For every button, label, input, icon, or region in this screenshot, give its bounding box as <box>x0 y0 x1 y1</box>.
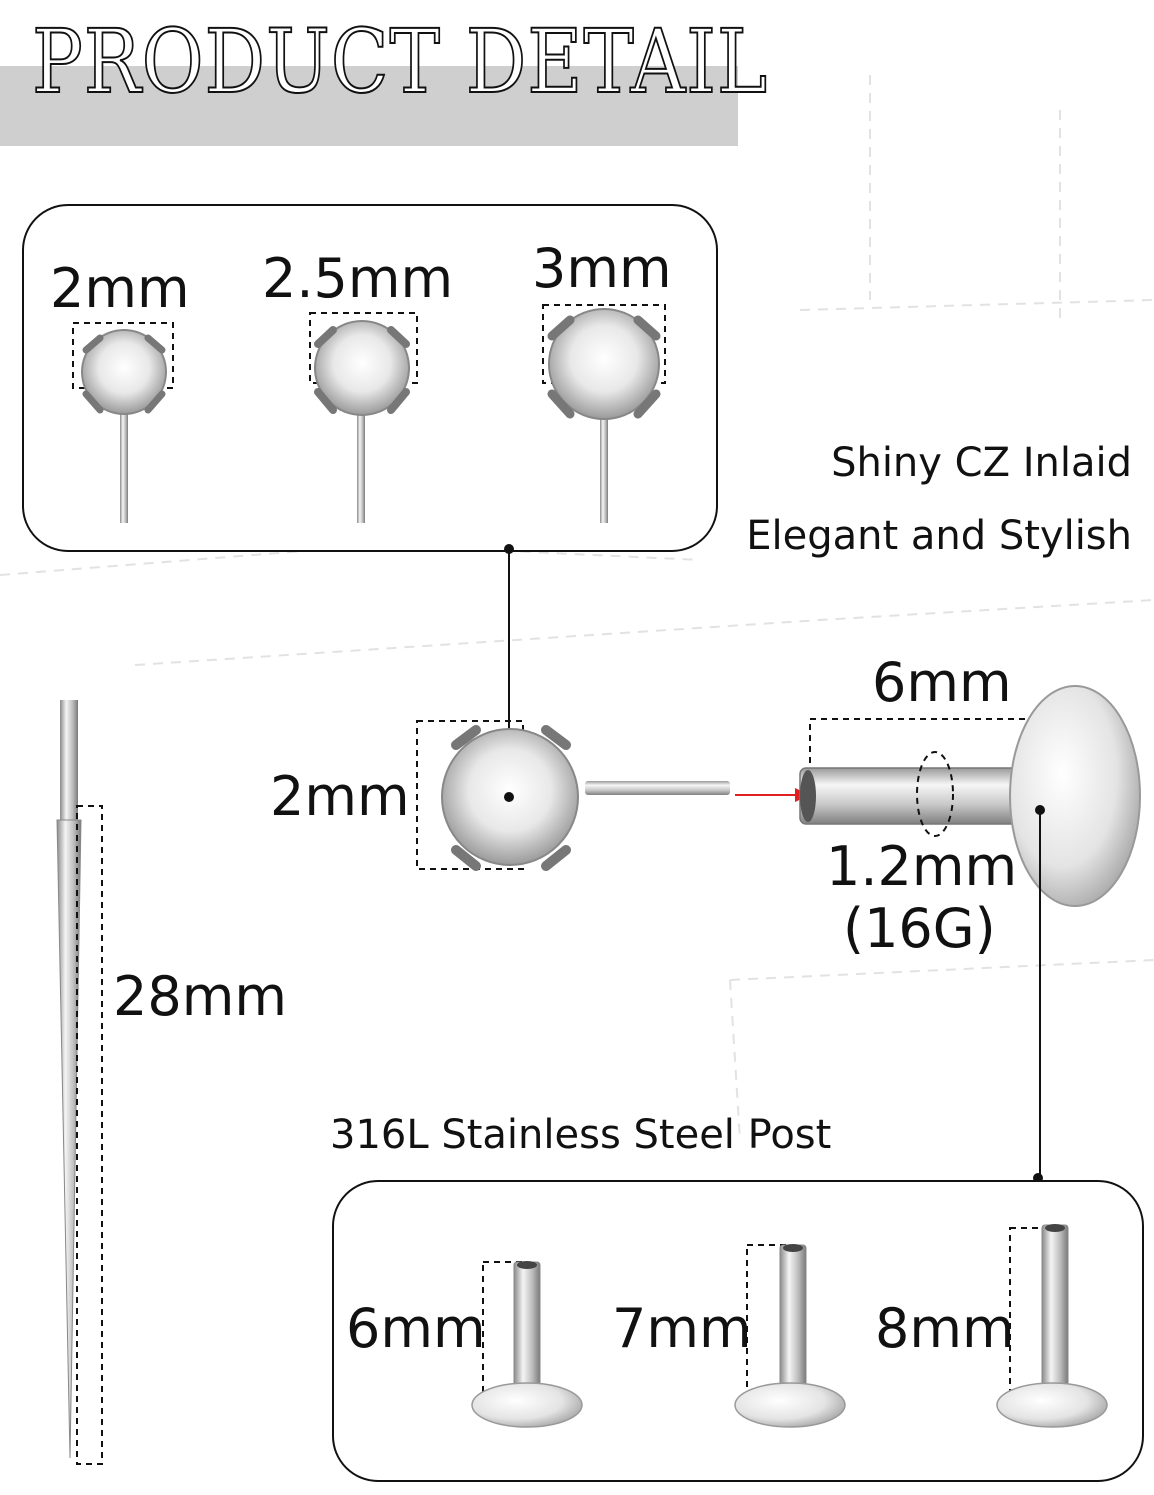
flat-back-post-icon <box>799 685 1141 907</box>
flat-back-post-icon <box>734 1244 846 1428</box>
post-size-label-1: 6mm <box>346 1297 486 1360</box>
post-size-label-2: 7mm <box>612 1297 752 1360</box>
cz-stone-icon <box>416 720 730 871</box>
stone-size-label-2: 2.5mm <box>262 247 454 310</box>
stud-diameter-label: 2mm <box>270 765 410 828</box>
flat-back-post-icon <box>471 1261 583 1428</box>
flat-back-post-icon <box>996 1224 1108 1428</box>
post-size-label-3: 8mm <box>875 1297 1015 1360</box>
pin-length-label: 28mm <box>113 965 287 1028</box>
taper-pin-icon <box>56 700 103 1465</box>
stone-size-label-1: 2mm <box>50 257 190 320</box>
gauge-label: (16G) <box>843 897 996 960</box>
cz-stone-icon <box>542 304 666 523</box>
post-length-label: 6mm <box>872 651 1012 714</box>
post-sizes-panel <box>332 1180 1144 1482</box>
stone-size-label-3: 3mm <box>532 237 672 300</box>
title-band <box>0 66 738 146</box>
cz-stone-icon <box>72 322 174 523</box>
page-title: PRODUCT DETAIL <box>31 10 768 113</box>
thickness-label: 1.2mm <box>826 835 1018 898</box>
feature-text-2: Elegant and Stylish <box>746 513 1132 559</box>
cz-stone-icon <box>309 312 418 523</box>
post-material-label: 316L Stainless Steel Post <box>330 1112 832 1158</box>
feature-text-1: Shiny CZ Inlaid <box>831 440 1132 486</box>
